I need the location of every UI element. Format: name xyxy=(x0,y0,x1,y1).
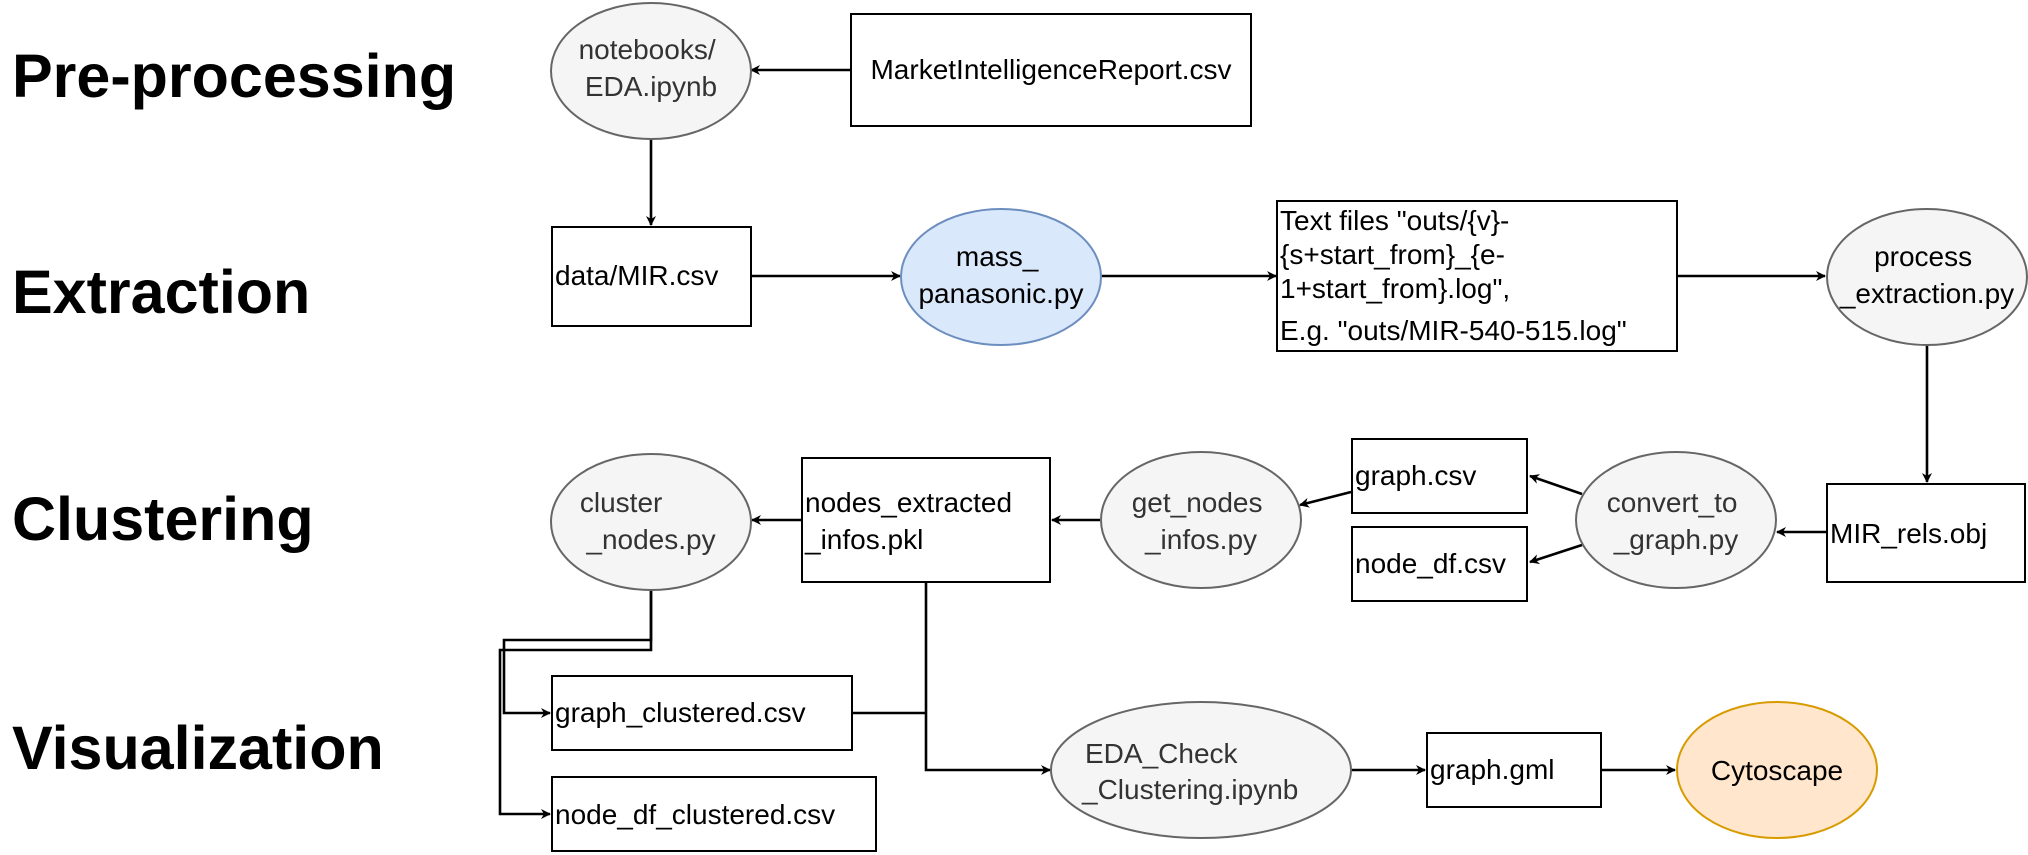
node-eda-check-label: EDA_Check _Clustering.ipynb xyxy=(1081,738,1298,805)
node-nodes-extracted-line-1: nodes_extracted xyxy=(805,487,1012,518)
node-node-df-csv-label: node_df.csv xyxy=(1355,548,1506,579)
node-eda-check[interactable]: EDA_Check _Clustering.ipynb xyxy=(1050,701,1352,839)
node-text-files-line-2: {s+start_from}_{e- xyxy=(1280,239,1505,270)
node-graph-gml-line-1: graph.gml xyxy=(1430,754,1555,785)
node-eda-check-line-2: _Clustering.ipynb xyxy=(1081,774,1298,805)
node-text-files-line-4: E.g. "outs/MIR-540-515.log" xyxy=(1280,315,1627,346)
node-mir-rels-shape xyxy=(1826,483,2026,583)
node-eda-notebook[interactable]: notebooks/ EDA.ipynb xyxy=(550,2,752,140)
node-cytoscape-shape xyxy=(1676,701,1878,839)
node-nodes-extracted-line-2: _infos.pkl xyxy=(804,524,923,555)
node-mir-csv-shape xyxy=(551,226,752,327)
node-node-df-csv[interactable]: node_df.csv xyxy=(1351,526,1528,602)
node-process-extraction-shape xyxy=(1826,208,2028,346)
edge-graph-csv-to-get-nodes-infos xyxy=(1299,490,1352,508)
node-convert-to-graph[interactable]: convert_to _graph.py xyxy=(1575,451,1777,589)
node-mass-panasonic-shape xyxy=(900,208,1102,346)
node-get-nodes-infos-label: get_nodes _infos.py xyxy=(1132,487,1271,555)
node-text-files-line-1: Text files "outs/{v}- xyxy=(1280,205,1509,236)
node-graph-clustered-shape xyxy=(551,675,853,751)
edge-convert-to-graph-csv xyxy=(1529,474,1583,496)
node-node-df-csv-shape xyxy=(1351,526,1528,602)
node-mir-report-csv[interactable]: MarketIntelligenceReport.csv xyxy=(850,13,1252,127)
node-mir-report-csv-shape xyxy=(850,13,1252,127)
node-graph-csv-shape xyxy=(1351,438,1528,514)
node-mir-csv-line-1: data/MIR.csv xyxy=(555,260,718,291)
node-mass-panasonic[interactable]: mass_ panasonic.py xyxy=(900,208,1102,346)
node-nodes-extracted-shape xyxy=(801,457,1051,583)
node-eda-check-line-1: EDA_Check xyxy=(1085,738,1239,769)
node-node-df-csv-line-1: node_df.csv xyxy=(1355,548,1506,579)
node-cluster-nodes[interactable]: cluster _nodes.py xyxy=(550,453,752,591)
edge-cluster-nodes-to-node-df-clustered xyxy=(498,590,653,819)
node-mass-panasonic-line-1: mass_ xyxy=(956,241,1039,272)
node-mir-csv-label: data/MIR.csv xyxy=(555,260,718,291)
node-graph-csv-line-1: graph.csv xyxy=(1355,460,1476,491)
node-mir-csv[interactable]: data/MIR.csv xyxy=(551,226,752,327)
node-get-nodes-infos[interactable]: get_nodes _infos.py xyxy=(1100,451,1302,589)
node-get-nodes-infos-line-1: get_nodes xyxy=(1132,487,1263,518)
node-cluster-nodes-label: cluster _nodes.py xyxy=(580,487,716,555)
node-node-df-clustered-shape xyxy=(551,776,877,852)
node-process-extraction-label: process _extraction.py xyxy=(1839,241,2014,309)
stage-label-clustering: Clustering xyxy=(12,485,314,553)
stage-label-visualization: Visualization xyxy=(12,714,384,782)
node-graph-csv-label: graph.csv xyxy=(1355,460,1476,491)
node-cytoscape-line-1: Cytoscape xyxy=(1711,755,1843,786)
node-mir-report-csv-label: MarketIntelligenceReport.csv xyxy=(870,54,1231,85)
node-cytoscape[interactable]: Cytoscape xyxy=(1676,701,1878,839)
node-process-extraction[interactable]: process _extraction.py xyxy=(1826,208,2028,346)
node-graph-csv[interactable]: graph.csv xyxy=(1351,438,1528,514)
node-mass-panasonic-line-2: panasonic.py xyxy=(918,278,1083,309)
node-eda-notebook-label: notebooks/ EDA.ipynb xyxy=(579,34,724,102)
node-convert-to-graph-shape xyxy=(1575,451,1777,589)
node-convert-to-graph-line-2: _graph.py xyxy=(1613,524,1739,555)
node-mir-rels-label: MIR_rels.obj xyxy=(1830,518,1987,549)
node-cluster-nodes-shape xyxy=(550,453,752,591)
node-cluster-nodes-line-2: _nodes.py xyxy=(585,524,715,555)
edge-layer xyxy=(498,65,1932,819)
node-process-extraction-line-2: _extraction.py xyxy=(1839,278,2014,309)
node-graph-gml-shape xyxy=(1426,732,1602,808)
node-graph-clustered-line-1: graph_clustered.csv xyxy=(555,697,806,728)
node-graph-gml-label: graph.gml xyxy=(1430,754,1555,785)
node-mir-rels[interactable]: MIR_rels.obj xyxy=(1826,483,2026,583)
stage-label-extraction: Extraction xyxy=(12,258,310,326)
node-text-files-line-3: 1+start_from}.log", xyxy=(1280,273,1510,304)
stage-label-preprocessing: Pre-processing xyxy=(12,42,456,110)
node-mir-rels-line-1: MIR_rels.obj xyxy=(1830,518,1987,549)
node-eda-notebook-shape xyxy=(550,2,752,140)
edge-nodes-extracted-to-eda-check xyxy=(924,582,1051,775)
node-nodes-extracted-label: nodes_extracted _infos.pkl xyxy=(804,487,1020,555)
node-eda-notebook-line-1: notebooks/ xyxy=(579,34,716,65)
node-mass-panasonic-label: mass_ panasonic.py xyxy=(918,241,1083,309)
node-eda-check-shape xyxy=(1050,701,1352,839)
node-eda-notebook-line-2: EDA.ipynb xyxy=(585,71,717,102)
node-graph-gml[interactable]: graph.gml xyxy=(1426,732,1602,808)
node-text-files-label: Text files "outs/{v}- {s+start_from}_{e-… xyxy=(1280,205,1627,346)
node-layer: notebooks/ EDA.ipynb MarketIntelligenceR… xyxy=(550,2,2028,852)
node-graph-clustered[interactable]: graph_clustered.csv xyxy=(551,675,853,751)
node-cytoscape-label: Cytoscape xyxy=(1711,755,1843,786)
node-node-df-clustered-line-1: node_df_clustered.csv xyxy=(555,799,835,830)
node-node-df-clustered-label: node_df_clustered.csv xyxy=(555,799,835,830)
node-convert-to-graph-label: convert_to _graph.py xyxy=(1607,487,1746,555)
node-cluster-nodes-line-1: cluster xyxy=(580,487,662,518)
node-process-extraction-line-1: process xyxy=(1874,241,1972,272)
node-node-df-clustered[interactable]: node_df_clustered.csv xyxy=(551,776,877,852)
node-graph-clustered-label: graph_clustered.csv xyxy=(555,697,806,728)
node-nodes-extracted[interactable]: nodes_extracted _infos.pkl xyxy=(801,457,1051,583)
node-get-nodes-infos-shape xyxy=(1100,451,1302,589)
node-text-files[interactable]: Text files "outs/{v}- {s+start_from}_{e-… xyxy=(1276,200,1678,352)
node-text-files-shape xyxy=(1276,200,1678,352)
node-mir-report-csv-line-1: MarketIntelligenceReport.csv xyxy=(870,54,1231,85)
node-convert-to-graph-line-1: convert_to xyxy=(1607,487,1738,518)
node-get-nodes-infos-line-2: _infos.py xyxy=(1144,524,1257,555)
edge-convert-to-node-df-csv xyxy=(1529,543,1583,564)
